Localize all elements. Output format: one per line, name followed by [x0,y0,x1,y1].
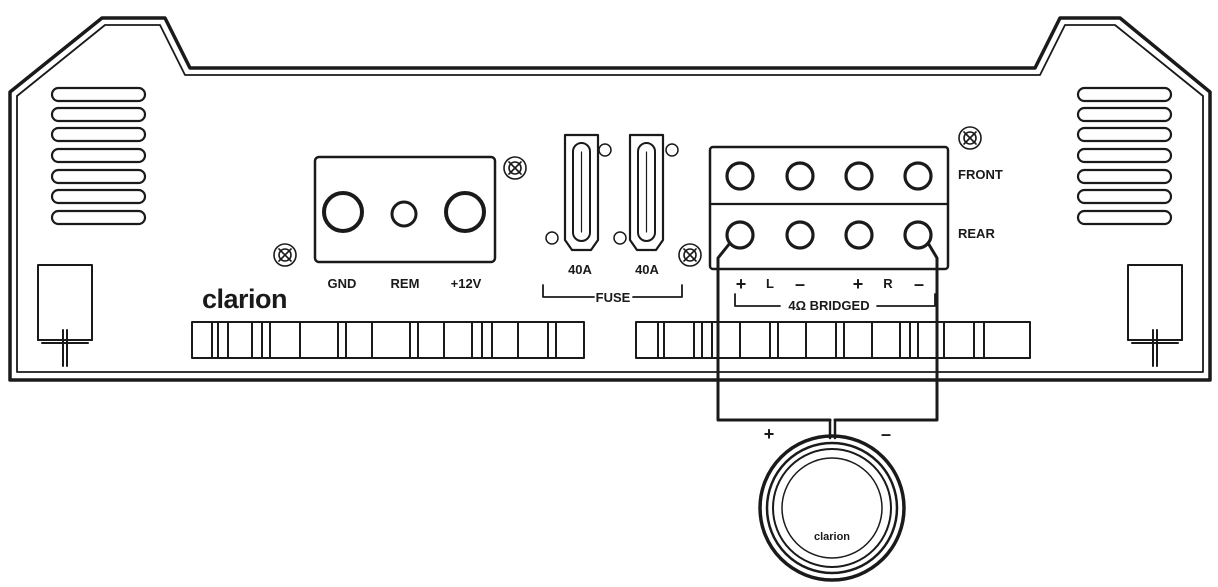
screw-speaker-terminal [958,126,982,150]
speaker-brand-logo: clarion [814,531,850,543]
subwoofer-speaker [758,434,906,582]
speaker-wire-positive [716,241,832,422]
bridged-label: 4Ω BRIDGED [788,298,869,313]
wire-plus-label: + [764,424,775,444]
plus12v-terminal [444,191,486,233]
right-minus-label: – [914,274,924,294]
wire-minus-label: – [881,424,891,444]
fuse-2 [613,133,679,252]
fuse-group-label: FUSE [596,290,631,305]
right-vent-slots [1076,86,1173,226]
left-channel-label: L [766,276,774,291]
speaker-wire-negative [833,241,939,422]
fuse-2-rating: 40A [635,262,659,277]
front-label: FRONT [958,167,1003,182]
left-vent-slots [50,86,147,226]
fuse-1-rating: 40A [568,262,592,277]
rem-label: REM [391,276,420,291]
right-mounting-bracket [1127,264,1183,367]
left-plus-label: + [736,274,747,294]
gnd-terminal [322,191,364,233]
left-mounting-bracket [37,264,93,367]
fuse-group-bracket [542,284,683,298]
right-channel-label: R [883,276,893,291]
gnd-label: GND [328,276,357,291]
speaker-terminal-block [708,145,950,271]
screw-fuse-area [678,243,702,267]
screw-power-terminal-bottom [273,243,297,267]
power-terminal-block [313,155,497,264]
right-plus-label: + [853,274,864,294]
left-minus-label: – [795,274,805,294]
fuse-1 [545,133,612,252]
amplifier-body [8,16,1212,382]
left-heatsink-ridges [191,321,585,359]
rear-label: REAR [958,226,995,241]
screw-power-terminal-top [503,156,527,180]
rem-terminal [390,200,418,228]
plus12v-label: +12V [451,276,482,291]
bridged-bracket [734,293,936,307]
brand-logo: clarion [202,284,287,314]
right-heatsink-ridges [635,321,1031,359]
